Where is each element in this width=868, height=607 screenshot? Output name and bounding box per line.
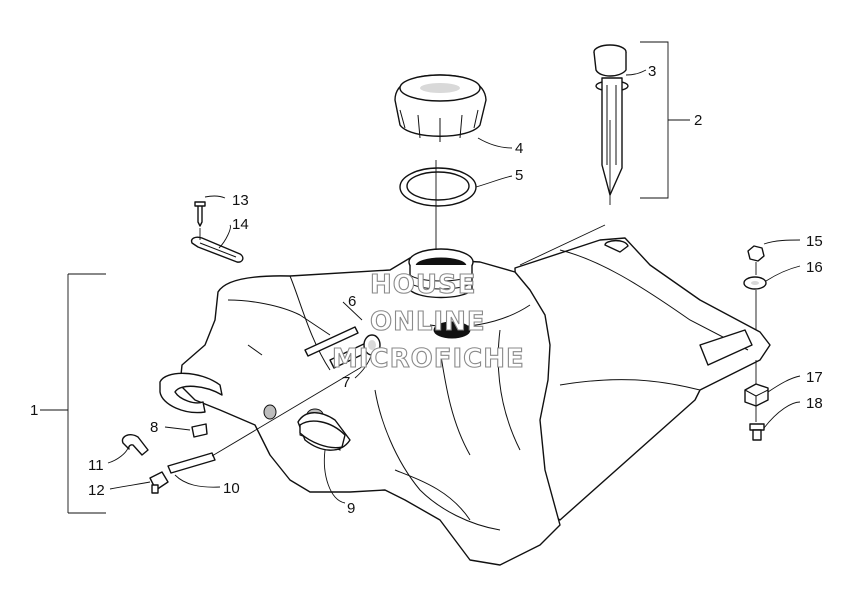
fuel-gauge-sender	[593, 44, 629, 196]
callout-5: 5	[515, 167, 523, 184]
callout-4: 4	[515, 140, 523, 157]
strap-14	[190, 236, 244, 263]
fuel-cap	[394, 74, 487, 142]
callout-3: 3	[648, 63, 656, 80]
callout-12: 12	[88, 482, 105, 499]
callout-labels: 1 2 3 4 5 6 7 8 9 10 11 12 13 14 15 16 1…	[30, 63, 823, 517]
valve-9	[299, 420, 346, 449]
callout-1: 1	[30, 402, 38, 419]
callout-15: 15	[806, 233, 823, 250]
callout-13: 13	[232, 192, 249, 209]
callout-6: 6	[348, 293, 356, 310]
callout-14: 14	[232, 216, 249, 233]
callout-16: 16	[806, 259, 823, 276]
callout-17: 17	[806, 369, 823, 386]
watermark-line-1: HOUSE	[370, 270, 476, 300]
callout-8: 8	[150, 419, 158, 436]
leader-lines	[107, 69, 801, 504]
washer-16	[743, 276, 767, 290]
bracket-lines	[40, 41, 690, 514]
nut-15	[747, 245, 765, 262]
o-ring-gasket	[399, 167, 477, 207]
watermark: HOUSE ONLINE MICROFICHE	[331, 269, 525, 374]
grommet-7	[363, 334, 381, 356]
fuel-tank	[159, 237, 771, 566]
clip-8	[191, 423, 208, 438]
bolt-18	[749, 423, 765, 441]
callout-18: 18	[806, 395, 823, 412]
watermark-line-3: MICROFICHE	[332, 344, 525, 374]
fitting-12	[149, 471, 169, 494]
callout-11: 11	[88, 457, 104, 474]
callout-10: 10	[223, 480, 240, 497]
callout-2: 2	[694, 112, 702, 129]
screw-13	[194, 201, 206, 227]
hose-10	[167, 364, 366, 474]
callout-7: 7	[342, 374, 350, 391]
callout-9: 9	[347, 500, 355, 517]
nut-17	[744, 383, 769, 407]
clamp-11	[121, 434, 149, 456]
watermark-line-2: ONLINE	[370, 307, 486, 337]
